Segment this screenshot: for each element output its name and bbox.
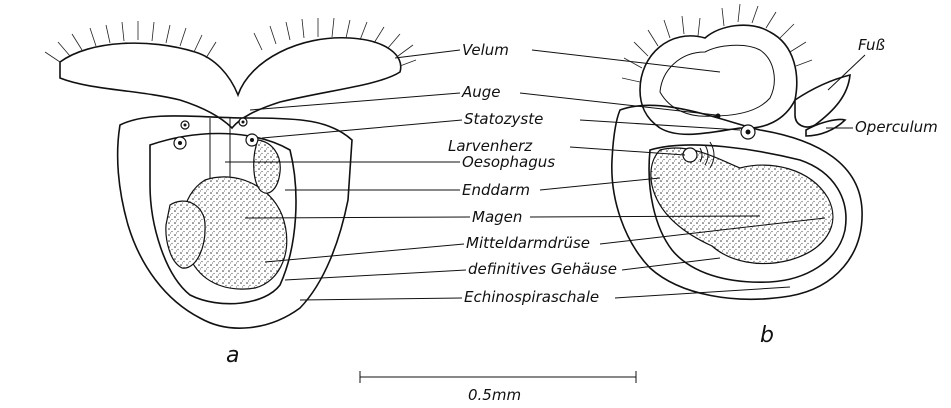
- label-fuss: Fuß: [858, 36, 885, 54]
- visceral-mass-b: [651, 148, 833, 264]
- label-auge: Auge: [461, 83, 501, 101]
- label-echinospiraschale: Echinospiraschale: [464, 288, 599, 306]
- label-definitives-gehaeuse: definitives Gehäuse: [468, 260, 617, 278]
- label-velum: Velum: [462, 41, 509, 59]
- panel-letter-b: b: [760, 323, 774, 348]
- eye-b: [716, 114, 721, 119]
- scale-bar: 0.5mm: [360, 371, 636, 404]
- label-enddarm: Enddarm: [462, 181, 530, 199]
- label-statozyste: Statozyste: [464, 110, 543, 128]
- larva-b: [612, 4, 862, 299]
- label-operculum: Operculum: [855, 118, 938, 136]
- label-oesophagus: Oesophagus: [462, 153, 555, 171]
- panel-letter-a: a: [226, 343, 239, 368]
- larva-a: [45, 18, 416, 328]
- labels-panel-b: Fuß Operculum: [826, 36, 938, 136]
- velum-cilia-a: [45, 18, 416, 66]
- scale-bar-label: 0.5mm: [468, 386, 521, 404]
- enddarm-a: [254, 140, 281, 193]
- velum-a: [60, 38, 401, 128]
- label-mitteldarmdruese: Mitteldarmdrüse: [466, 234, 590, 252]
- label-magen: Magen: [472, 208, 522, 226]
